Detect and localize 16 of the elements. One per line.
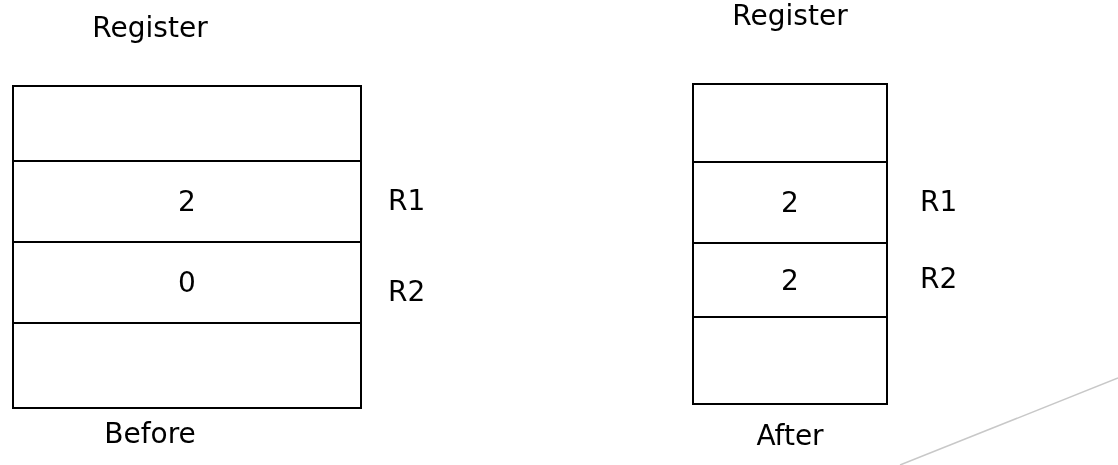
register-name: R2 [920, 265, 958, 293]
table-heading: Register [92, 14, 208, 42]
register-name: R1 [388, 186, 426, 215]
register-cell [692, 83, 888, 163]
register-cell [692, 316, 888, 405]
register-cell: 2 [692, 242, 888, 318]
table-heading: Register [732, 2, 848, 30]
register-cell: 2 [12, 160, 362, 243]
register-name: R2 [388, 277, 426, 306]
table-caption: After [756, 422, 824, 450]
register-name: R1 [920, 187, 958, 216]
register-cell [12, 322, 362, 409]
table-caption: Before [104, 420, 196, 448]
register-cell: 0 [12, 241, 362, 324]
register-cell: 2 [692, 161, 888, 244]
register-cell [12, 85, 362, 162]
